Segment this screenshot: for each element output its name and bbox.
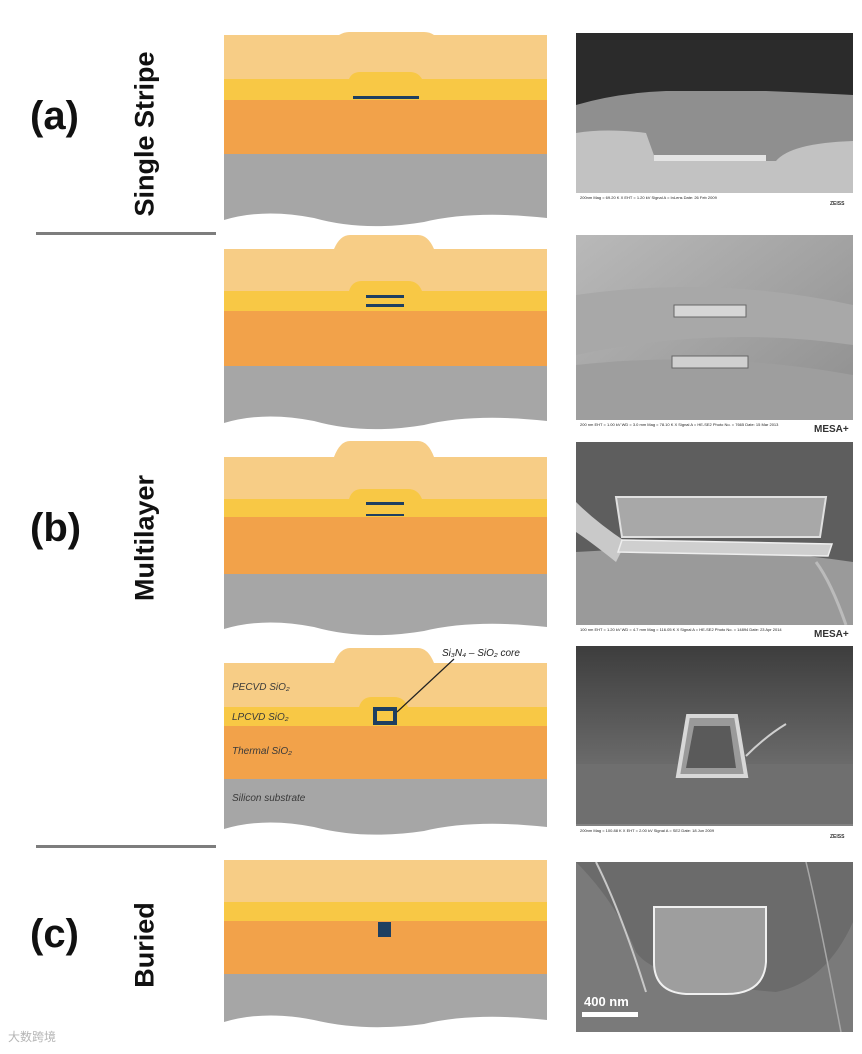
layer-label-pecvd: PECVD SiO₂ — [232, 682, 290, 693]
mesa-logo-b2: MESA+ — [814, 629, 849, 640]
sem-footer-b3: 200nm Mag = 100.88 K X EHT = 2.00 kV Sig… — [580, 828, 715, 833]
core-label: Si₃N₄ – SiO₂ core — [442, 648, 520, 659]
cross-section-multilayer-2 — [224, 441, 547, 641]
sem-image-single-stripe: 200nm Mag = 69.20 K X EHT = 1.20 kV Sign… — [576, 33, 853, 215]
panel-title-multilayer: Multilayer — [129, 474, 160, 602]
watermark: 大数跨境 — [8, 1030, 57, 1044]
zeiss-logo-a: ZEISS — [830, 201, 845, 207]
divider-a-b — [36, 232, 216, 235]
panel-title-buried: Buried — [129, 902, 160, 988]
layer-label-lpcvd: LPCVD SiO₂ — [232, 712, 289, 723]
sem-image-multilayer-2: 100 nm EHT = 1.20 kV WD = 4.7 mm Mag = 1… — [576, 442, 853, 645]
sem-image-multilayer-1: 200 nm EHT = 1.00 kV WD = 3.0 mm Mag = 7… — [576, 235, 853, 440]
sem-footer-b2: 100 nm EHT = 1.20 kV WD = 4.7 mm Mag = 1… — [580, 627, 782, 632]
panel-title-single-stripe: Single Stripe — [129, 51, 160, 217]
layer-label-substrate: Silicon substrate — [232, 793, 306, 804]
cross-section-box-core: PECVD SiO₂ LPCVD SiO₂ Thermal SiO₂ Silic… — [224, 645, 547, 840]
sem-image-box-core: 200nm Mag = 100.88 K X EHT = 2.00 kV Sig… — [576, 646, 853, 846]
sem-image-buried: 400 nm — [576, 862, 853, 1032]
scale-bar-label: 400 nm — [584, 994, 629, 1009]
panel-label-b: (b) — [30, 506, 82, 550]
mesa-logo-b1: MESA+ — [814, 424, 849, 435]
sem-footer-a: 200nm Mag = 69.20 K X EHT = 1.20 kV Sign… — [580, 195, 717, 200]
zeiss-logo-b3: ZEISS — [830, 834, 845, 840]
cross-section-buried — [224, 860, 547, 1032]
cross-section-multilayer-1 — [224, 235, 547, 435]
panel-label-a: (a) — [30, 94, 79, 138]
cross-section-single-stripe — [224, 32, 547, 230]
layer-label-thermal: Thermal SiO₂ — [232, 746, 292, 757]
sem-footer-b1: 200 nm EHT = 1.00 kV WD = 3.0 mm Mag = 7… — [580, 422, 779, 427]
divider-b-c — [36, 845, 216, 848]
panel-label-c: (c) — [30, 912, 79, 956]
